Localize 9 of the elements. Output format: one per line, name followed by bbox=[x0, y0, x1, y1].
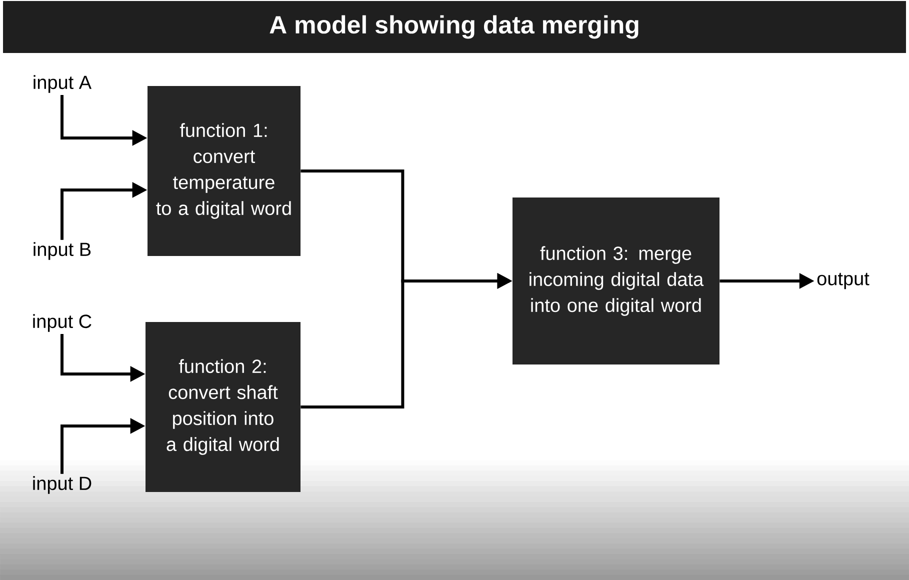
signal-label: input D bbox=[33, 476, 92, 494]
process-box: function 2: convert shaft position into a digital word bbox=[146, 322, 300, 492]
process-box: function 3: merge incoming digital data into one digital word bbox=[512, 197, 720, 364]
process-box: function 1: convert temperature to a digital word bbox=[148, 86, 300, 256]
signal-label: output bbox=[817, 272, 870, 290]
title-bar: A model showing data merging bbox=[3, 1, 906, 53]
signal-label: input A bbox=[34, 75, 92, 93]
signal-label: input C bbox=[33, 314, 92, 332]
signal-label: input B bbox=[34, 242, 91, 260]
